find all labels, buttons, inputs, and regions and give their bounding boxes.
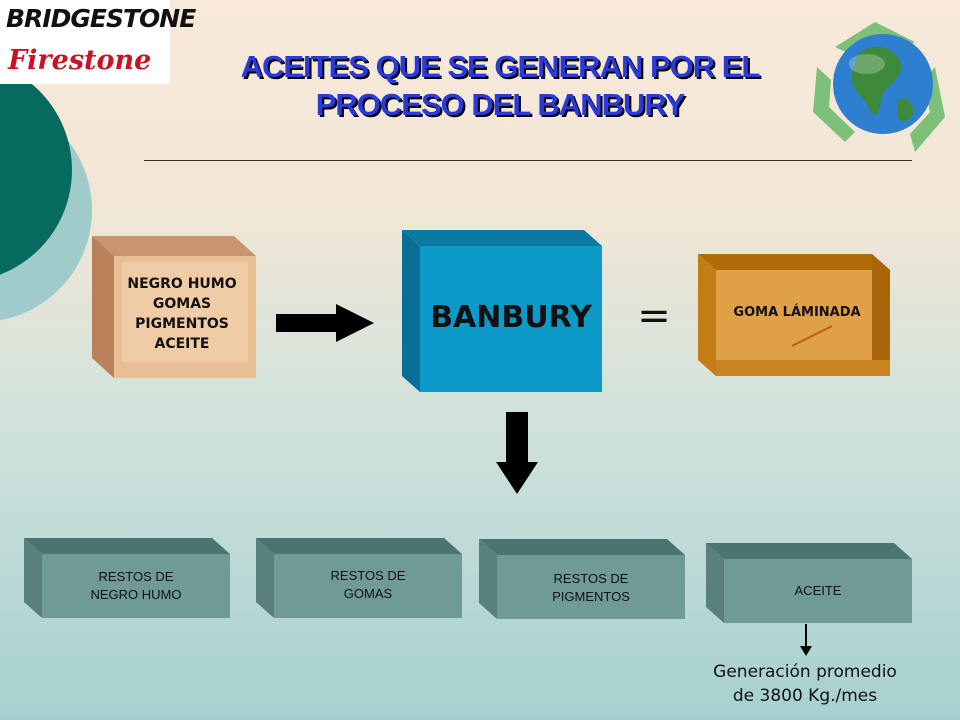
process-box (402, 230, 602, 392)
logo: BRIDGESTONE Firestone (0, 0, 196, 84)
residue-label-line: ACEITE (794, 583, 842, 598)
brand-firestone: Firestone (8, 45, 152, 76)
note-line-1: Generación promedio (713, 662, 897, 682)
title-divider (144, 160, 912, 161)
down-arrow-icon (496, 412, 538, 494)
input-item-aceite: ACEITE (154, 336, 210, 352)
residue-label-line: RESTOS DE (553, 571, 629, 586)
process-label: BANBURY (430, 300, 592, 335)
residue-label-negro-humo: RESTOS DE NEGRO HUMO (42, 568, 230, 604)
residue-label-pigmentos: RESTOS DE PIGMENTOS (497, 570, 685, 606)
input-item-pigmentos: PIGMENTOS (135, 316, 229, 332)
residue-label-line: NEGRO HUMO (90, 587, 182, 602)
residue-label-line: RESTOS DE (330, 568, 406, 583)
generation-note: Generación promedio de 3800 Kg./mes (690, 660, 920, 708)
decor-circle-dark (0, 65, 72, 275)
note-line-2: de 3800 Kg./mes (732, 686, 878, 706)
residue-box-pigmentos (479, 539, 685, 619)
input-box (92, 236, 256, 378)
brand-bridgestone: BRIDGESTONE (6, 4, 196, 33)
output-label: GOMA LÁMINADA (733, 305, 861, 320)
page-title: ACEITES QUE SE GENERAN POR EL PROCESO DE… (170, 48, 830, 124)
title-line-2: PROCESO DEL BANBURY (315, 87, 686, 122)
residue-box-negro-humo (24, 538, 230, 618)
globe-recycle-icon (813, 22, 945, 152)
input-list: NEGRO HUMO GOMAS PIGMENTOS ACEITE (114, 274, 250, 354)
right-arrow-icon (276, 304, 374, 342)
title-line-1: ACEITES QUE SE GENERAN POR EL (240, 49, 761, 84)
residue-label-line: GOMAS (343, 586, 393, 601)
input-item-negro-humo: NEGRO HUMO (127, 276, 237, 292)
residue-label-line: RESTOS DE (98, 569, 174, 584)
residue-label-gomas: RESTOS DE GOMAS (274, 567, 462, 603)
output-box (698, 254, 890, 376)
residue-box-gomas (256, 538, 462, 618)
residue-label-line: PIGMENTOS (552, 589, 630, 604)
residue-label-aceite: ACEITE (724, 582, 912, 600)
input-item-gomas: GOMAS (152, 296, 212, 312)
residue-box-aceite (706, 543, 912, 623)
decor-circles (0, 65, 92, 321)
note-arrow-icon (800, 624, 812, 656)
equals-sign: = (637, 293, 671, 339)
